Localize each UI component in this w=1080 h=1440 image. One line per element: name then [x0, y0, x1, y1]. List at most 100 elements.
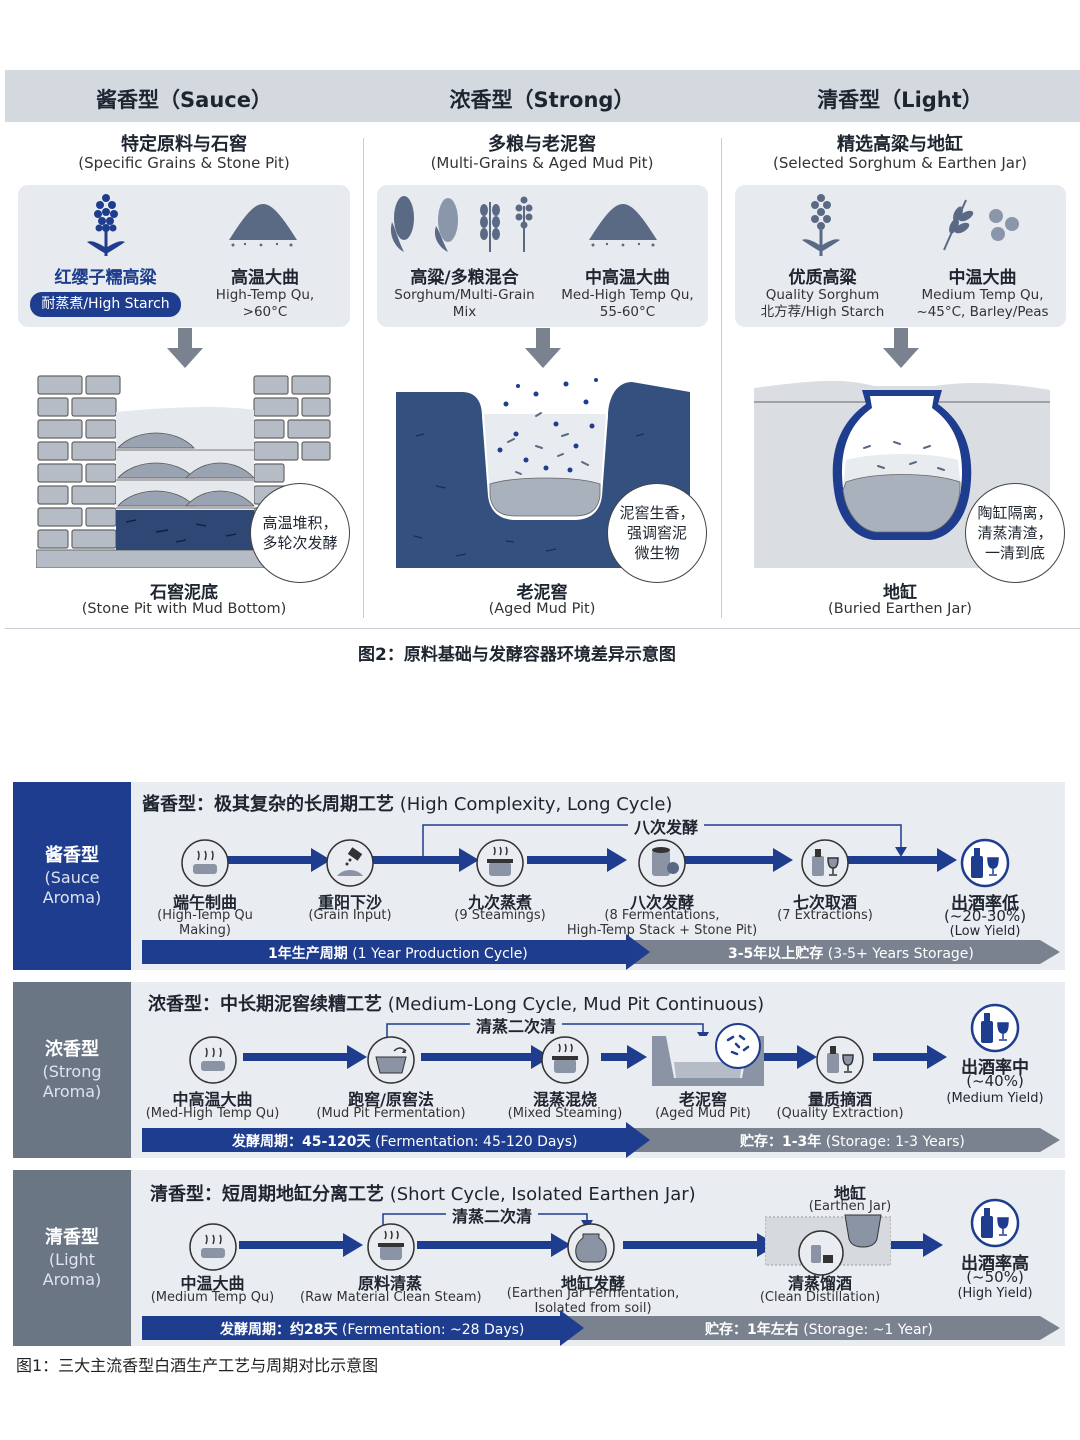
row-label-sauce: 酱香型 (Sauce Aroma) [13, 782, 131, 970]
ingredient-panel-light [735, 185, 1066, 327]
step-desc: (Clean Distillation) [759, 1290, 881, 1305]
note-bubble: 陶缸隔离，清蒸清渣，一清到底 [965, 483, 1065, 583]
vessel-name: 石窖泥底 [150, 583, 218, 603]
col-subtitle-en: (Specific Grains & Stone Pit) [78, 154, 290, 172]
ingredient-desc: >60°C [242, 304, 288, 320]
note-bubble: 泥窖生香，强调窖泥微生物 [607, 483, 707, 583]
ingredient-name: 中温大曲 [948, 268, 1017, 288]
step-label: 九次蒸煮 [467, 893, 532, 912]
vessel-desc: (Aged Mud Pit) [488, 601, 596, 617]
row-title: 酱香型：极其复杂的长周期工艺 (High Complexity, Long Cy… [142, 794, 673, 815]
step-desc: (8 Fermentations, [604, 908, 720, 923]
col-subtitle-zh: 特定原料与石窖 [121, 134, 247, 155]
column-divider [363, 138, 364, 618]
fermentation-cycle-label: 发酵周期：约28天 (Fermentation: ~28 Days) [220, 1322, 525, 1338]
steamer-icon [367, 1223, 415, 1271]
storage-label: 贮存：1-3年 (Storage: 1-3 Years) [740, 1134, 965, 1150]
ingredient-panel-strong [377, 185, 708, 327]
step-desc: (Medium Temp Qu) [150, 1290, 275, 1305]
down-arrow-icon [883, 328, 919, 368]
loop-label: 八次发酵 [628, 814, 705, 838]
step-desc: (Mud Pit Fermentation) [316, 1106, 466, 1121]
ingredient-name: 高温大曲 [231, 268, 299, 288]
yield-desc: (Medium Yield) [946, 1091, 1044, 1106]
qu-making-icon [189, 1223, 237, 1271]
yield-bottle-icon [970, 1198, 1020, 1248]
ingredient-desc: 55-60°C [599, 304, 656, 320]
loop-label: 清蒸二次清 [470, 1013, 563, 1037]
pit-fermentation-icon [367, 1036, 415, 1084]
step-desc: (9 Steamings) [454, 908, 546, 923]
vessel-name: 老泥窖 [516, 583, 568, 603]
yield-percent: (~40%) [966, 1072, 1024, 1090]
step-label: 中高温大曲 [172, 1090, 253, 1109]
step-desc: Isolated from soil) [534, 1301, 652, 1316]
yield-bottle-icon [970, 1003, 1020, 1053]
col-title-sauce: 酱香型（Sauce） [96, 88, 272, 112]
figure-2-caption: 图2：原料基础与发酵容器环境差异示意图 [358, 645, 676, 665]
ingredient-desc: Med-High Temp Qu, [561, 287, 694, 303]
qu-making-icon [181, 839, 229, 887]
step-label: 量质摘酒 [807, 1090, 872, 1109]
col-title-light: 清香型（Light） [817, 88, 983, 112]
yield-desc: (Low Yield) [949, 924, 1021, 939]
step-label: 老泥窖 [678, 1090, 727, 1109]
yield-percent: (~20-30%) [943, 907, 1027, 925]
production-cycle-label: 1年生产周期 (1 Year Production Cycle) [268, 946, 528, 962]
step-label: 七次取酒 [792, 893, 857, 912]
step-label: 清蒸馏酒 [787, 1274, 852, 1293]
step-desc: (Raw Material Clean Steam) [300, 1290, 482, 1305]
multi-grain-icon [390, 196, 533, 252]
yield-result: 出酒率中 [961, 1058, 1029, 1078]
ingredient-name: 优质高粱 [788, 268, 857, 288]
step-desc: (Earthen Jar Fermentation, [506, 1286, 680, 1301]
sorghum-icon [87, 194, 125, 256]
yield-bottle-icon [960, 838, 1010, 888]
row-label-light: 清香型 (Light Aroma) [13, 1170, 131, 1346]
vessel-desc: (Stone Pit with Mud Bottom) [81, 601, 287, 617]
row-title: 浓香型：中长期泥窖续糟工艺 (Medium-Long Cycle, Mud Pi… [148, 994, 765, 1015]
row-title: 清香型：短周期地缸分离工艺 (Short Cycle, Isolated Ear… [150, 1184, 696, 1205]
step-label: 端午制曲 [172, 893, 237, 912]
step-label: 地缸发酵 [560, 1274, 625, 1293]
fig2-bottom-rule [5, 628, 1080, 629]
col-title-strong: 浓香型（Strong） [449, 88, 635, 112]
jar-desc: (Earthen Jar) [808, 1199, 892, 1214]
vessel-name: 地缸 [883, 583, 917, 603]
ingredient-desc: Sorghum/Multi-Grain [394, 287, 535, 303]
step-label: 八次发酵 [629, 893, 694, 912]
step-desc: (7 Extractions) [777, 908, 873, 923]
note-bubble: 高温堆积，多轮次发酵 [250, 483, 350, 583]
col-subtitle-en: (Selected Sorghum & Earthen Jar) [773, 154, 1027, 172]
jar-label: 地缸 [833, 1184, 866, 1203]
light-timeline-bar [142, 1310, 1060, 1346]
bottle-glass-icon [816, 1036, 864, 1084]
aged-mud-pit-icon [652, 1023, 764, 1086]
fermentation-cycle-label: 发酵周期：45-120天 (Fermentation: 45-120 Days) [232, 1134, 578, 1150]
fermentation-icon [638, 839, 686, 887]
step-desc: Making) [179, 923, 231, 938]
step-label: 中温大曲 [180, 1274, 245, 1293]
ingredient-desc: Medium Temp Qu, [921, 287, 1044, 303]
row-label-strong: 浓香型 (Strong Aroma) [13, 982, 131, 1158]
yield-desc: (High Yield) [957, 1286, 1033, 1301]
step-label: 原料清蒸 [357, 1274, 422, 1293]
sauce-timeline-bar [142, 934, 1060, 970]
step-desc: (Mixed Steaming) [507, 1106, 623, 1121]
step-desc: (Med-High Temp Qu) [145, 1106, 280, 1121]
yield-result: 出酒率高 [961, 1254, 1029, 1274]
earthen-jar-icon [567, 1223, 615, 1271]
grain-input-icon [326, 839, 374, 887]
yield-result: 出酒率低 [951, 894, 1019, 914]
distillation-icon [765, 1214, 891, 1276]
steamer-icon [541, 1036, 589, 1084]
ingredient-name: 红缨子糯高粱 [54, 268, 157, 288]
ingredient-name: 中高温大曲 [585, 268, 670, 288]
yield-percent: (~50%) [966, 1268, 1024, 1286]
step-desc: (Quality Extraction) [776, 1106, 904, 1121]
col-subtitle-zh: 多粮与老泥窖 [488, 134, 596, 155]
barley-peas-icon [943, 199, 1019, 251]
ingredient-desc: ~45°C, Barley/Peas [916, 304, 1049, 320]
down-arrow-icon [525, 328, 561, 368]
step-desc: (Grain Input) [308, 908, 392, 923]
